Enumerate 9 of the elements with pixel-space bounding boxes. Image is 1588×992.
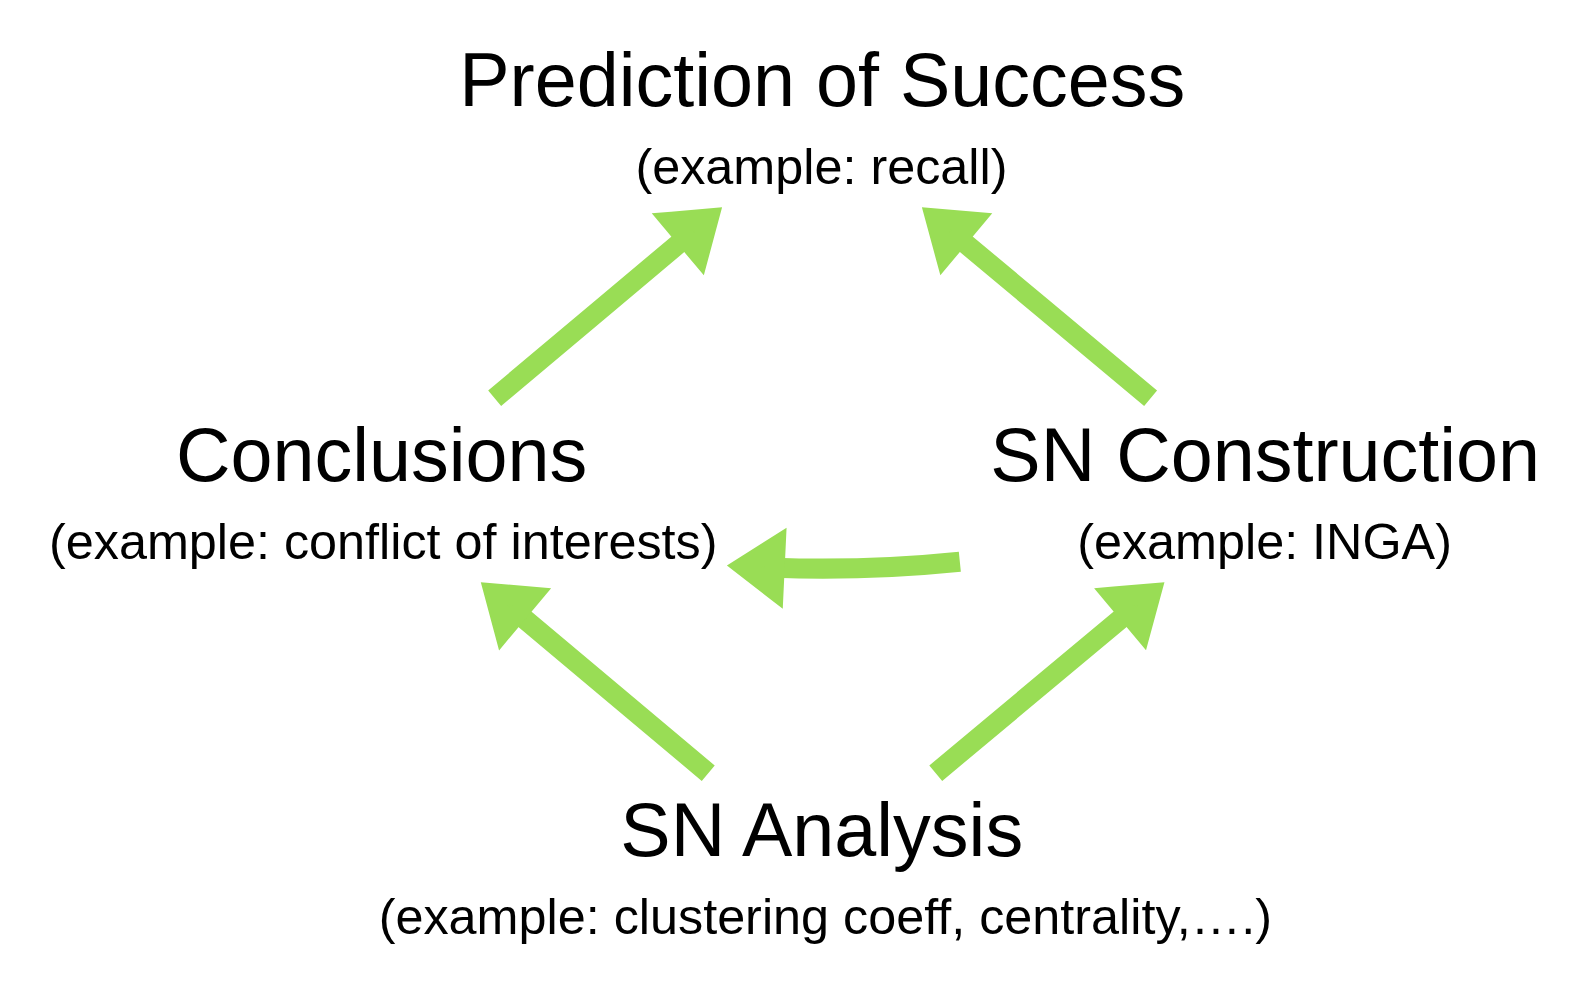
- arrow: [726, 527, 961, 609]
- arrow: [929, 582, 1165, 781]
- arrow: [921, 207, 1158, 406]
- arrow: [488, 207, 723, 406]
- arrow: [480, 582, 715, 781]
- node-text: Prediction of Success (example: recall): [459, 37, 1186, 195]
- node-text: Conclusions (example: conflict of interests): [48, 412, 718, 570]
- node-text: SN Construction (example: INGA): [990, 412, 1541, 570]
- node-text: SN Analysis (example: clustering coeff, centrality,….): [378, 787, 1272, 945]
